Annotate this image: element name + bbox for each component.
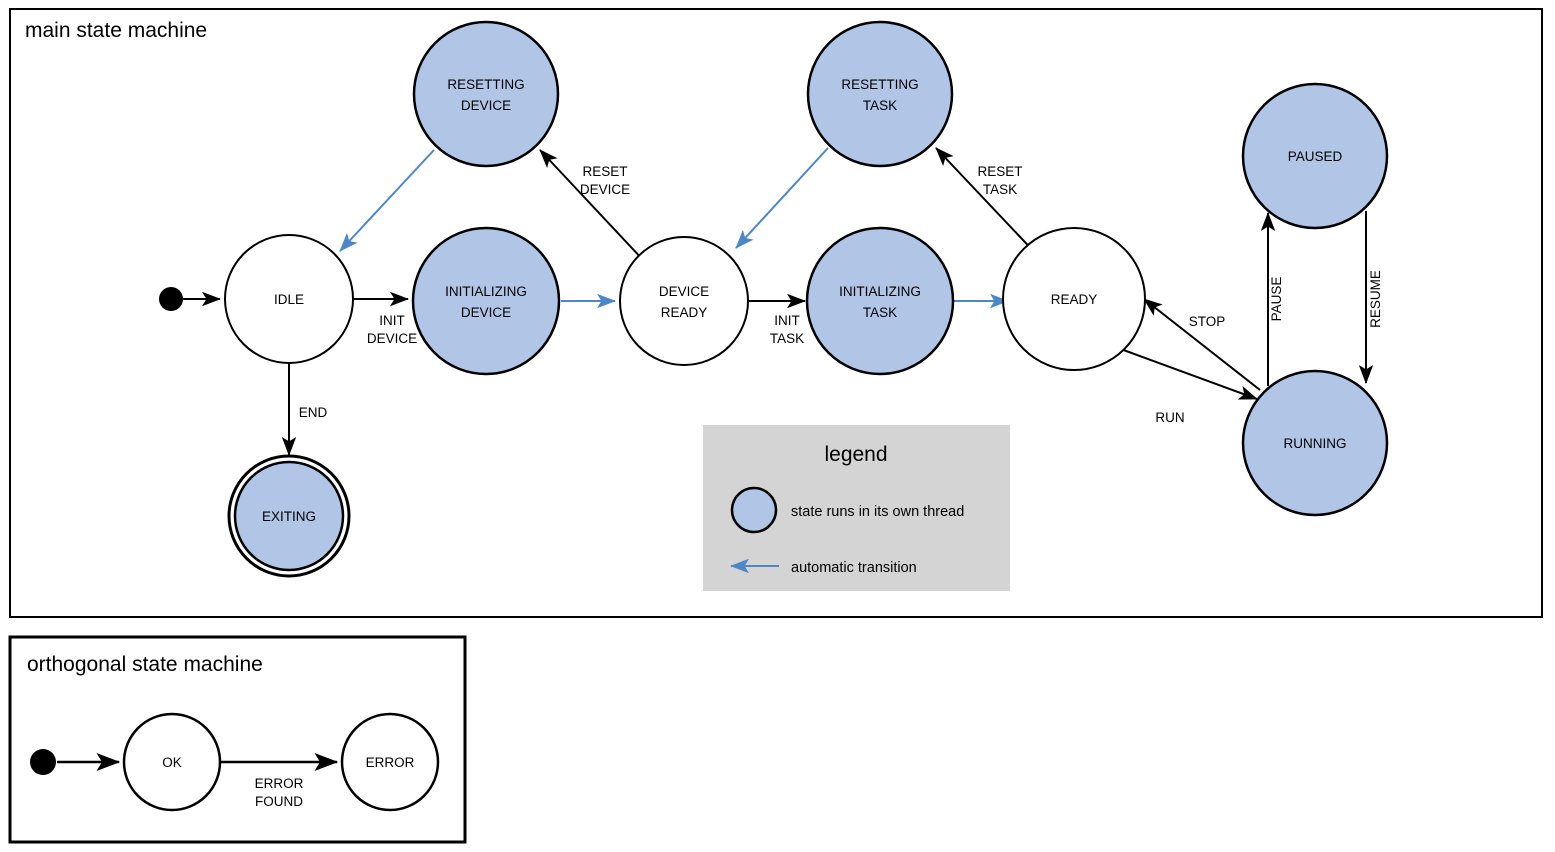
initial-pseudostate-main	[159, 287, 183, 311]
legend-item-auto-transition: automatic transition	[730, 558, 917, 576]
state-running[interactable]: RUNNING	[1241, 369, 1389, 517]
transition-label-init-task-line1: INIT	[774, 313, 800, 328]
state-error-shape[interactable]	[340, 712, 440, 812]
state-device-ready-label-line1: DEVICE	[659, 284, 709, 299]
transition-label-resume: RESUME	[1368, 270, 1383, 328]
state-initializing-task[interactable]: INITIALIZING TASK	[805, 226, 955, 376]
state-initializing-task-label-line1: INITIALIZING	[839, 284, 921, 299]
state-resetting-task-shape[interactable]	[806, 20, 954, 168]
state-resetting-device-shape[interactable]	[412, 20, 560, 168]
state-idle-label: IDLE	[274, 292, 304, 307]
state-initializing-device[interactable]: INITIALIZING DEVICE	[411, 226, 561, 376]
initial-pseudostate-orthogonal	[30, 749, 56, 775]
transition-label-error-found-line2: FOUND	[255, 794, 303, 809]
transition-label-reset-task-line2: TASK	[983, 182, 1017, 197]
state-resetting-device[interactable]: RESETTING DEVICE	[412, 20, 560, 168]
state-ok[interactable]: OK	[122, 712, 222, 812]
transition-label-reset-task-line1: RESET	[977, 164, 1022, 179]
state-resetting-device-label-line2: DEVICE	[461, 98, 511, 113]
state-running-label: RUNNING	[1284, 436, 1347, 451]
state-exiting-label: EXITING	[262, 509, 316, 524]
legend-item-auto-transition-label: automatic transition	[791, 560, 917, 576]
transitions-layer: INIT DEVICE END RESET DEVICE INIT TASK	[183, 147, 1383, 456]
state-exiting-shape[interactable]	[233, 460, 345, 572]
legend-blue-circle-icon	[730, 486, 778, 534]
state-initializing-device-shape[interactable]	[411, 226, 561, 376]
transition-label-pause: PAUSE	[1269, 277, 1284, 322]
state-device-ready-label-line2: READY	[661, 305, 708, 320]
transition-device-ready-initializing-task: INIT TASK	[749, 293, 806, 346]
state-paused-label: PAUSED	[1288, 149, 1343, 164]
legend-title: legend	[824, 443, 887, 466]
state-initializing-task-shape[interactable]	[805, 226, 955, 376]
transition-label-stop: STOP	[1189, 314, 1226, 329]
states-layer: IDLE RESETTING DEVICE INITIALIZING DEVIC…	[159, 20, 1389, 578]
state-ready[interactable]: READY	[1002, 227, 1146, 371]
transition-idle-exiting: END	[281, 363, 328, 456]
state-initializing-device-label-line1: INITIALIZING	[445, 284, 527, 299]
state-ok-shape[interactable]	[122, 712, 222, 812]
legend-item-threaded-state-label: state runs in its own thread	[791, 504, 964, 520]
legend-item-threaded-state: state runs in its own thread	[730, 486, 964, 534]
state-device-ready-shape[interactable]	[619, 236, 749, 366]
state-ready-label: READY	[1051, 292, 1098, 307]
state-idle[interactable]: IDLE	[224, 234, 354, 364]
transition-orthogonal-ok-error: ERROR FOUND	[220, 753, 339, 809]
state-resetting-device-label-line1: RESETTING	[447, 77, 524, 92]
state-error-label: ERROR	[366, 755, 415, 770]
transition-resetting-device-idle	[339, 149, 435, 252]
state-ok-label: OK	[162, 755, 182, 770]
state-running-shape[interactable]	[1241, 369, 1389, 517]
transition-resetting-task-device-ready	[735, 147, 829, 249]
transition-idle-initializing-device: INIT DEVICE	[353, 291, 417, 346]
transition-ready-resetting-task: RESET TASK	[935, 147, 1041, 259]
transition-device-ready-resetting-device: RESET DEVICE	[539, 149, 646, 263]
state-error[interactable]: ERROR	[340, 712, 440, 812]
state-paused-shape[interactable]	[1241, 82, 1389, 230]
state-ready-shape[interactable]	[1002, 227, 1146, 371]
transition-label-end: END	[299, 405, 328, 420]
state-idle-shape[interactable]	[224, 234, 354, 364]
transition-paused-running: RESUME	[1358, 211, 1383, 384]
state-device-ready[interactable]: DEVICE READY	[619, 236, 749, 366]
legend: legend state runs in its own thread auto…	[703, 425, 1010, 591]
main-frame-title: main state machine	[25, 19, 207, 42]
transition-label-init-device-line2: DEVICE	[367, 331, 417, 346]
state-resetting-task-label-line2: TASK	[863, 98, 897, 113]
state-resetting-task[interactable]: RESETTING TASK	[806, 20, 954, 168]
transition-ready-running: RUN	[1117, 347, 1258, 425]
transition-label-init-task-line2: TASK	[770, 331, 804, 346]
transition-running-paused: PAUSE	[1260, 212, 1284, 386]
orthogonal-state-machine-frame: orthogonal state machine ERROR FOUND OK …	[8, 635, 467, 844]
transition-label-init-device-line1: INIT	[379, 313, 405, 328]
state-initializing-device-label-line2: DEVICE	[461, 305, 511, 320]
state-paused[interactable]: PAUSED	[1241, 82, 1389, 230]
state-initializing-task-label-line2: TASK	[863, 305, 897, 320]
state-exiting[interactable]: EXITING	[227, 454, 351, 578]
orthogonal-frame-title: orthogonal state machine	[27, 653, 263, 676]
transition-label-run: RUN	[1155, 410, 1184, 425]
transition-label-error-found-line1: ERROR	[255, 776, 304, 791]
state-resetting-task-label-line1: RESETTING	[841, 77, 918, 92]
transition-label-reset-device-line2: DEVICE	[580, 182, 630, 197]
transition-label-reset-device-line1: RESET	[582, 164, 627, 179]
transition-running-ready: STOP	[1143, 298, 1261, 391]
